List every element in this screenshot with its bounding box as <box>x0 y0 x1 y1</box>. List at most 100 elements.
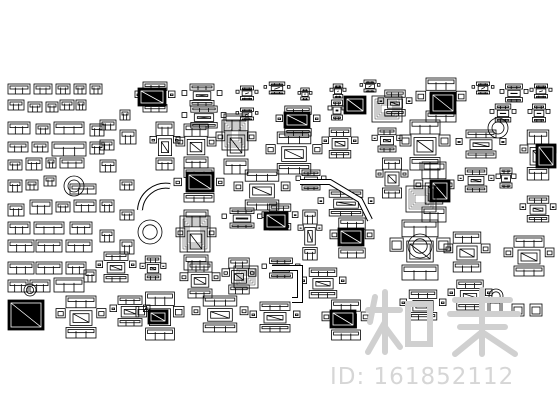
small-sofa-block <box>99 229 115 243</box>
armchair-block <box>135 305 147 318</box>
small-sofa-block <box>119 129 137 145</box>
small-sofa-block <box>25 157 43 171</box>
armchair-block <box>211 272 221 282</box>
sofa-block <box>268 203 292 212</box>
armchair-block <box>286 85 291 89</box>
table-block <box>192 91 212 100</box>
small-sofa-block <box>29 199 53 215</box>
armchair-block <box>167 90 176 98</box>
armchair-block <box>292 310 301 318</box>
small-sofa-block <box>65 239 93 253</box>
table-block <box>270 85 284 91</box>
table-block <box>249 183 275 199</box>
armchair-block <box>216 177 225 187</box>
sofa-block <box>409 119 441 135</box>
sofa-block <box>499 182 513 189</box>
sofa-block <box>452 261 482 273</box>
armchair-block <box>206 227 217 238</box>
table-block <box>69 310 93 326</box>
armchair-block <box>160 262 167 269</box>
armchair-block <box>399 134 412 147</box>
sofa-block <box>532 117 547 123</box>
armchair-block <box>312 144 323 155</box>
armchair-block <box>308 91 313 95</box>
small-sofa-block <box>7 279 29 293</box>
sofa-block <box>103 251 129 261</box>
armchair-block <box>389 237 404 252</box>
small-sofa-block <box>119 239 135 255</box>
small-sofa-block <box>119 179 135 191</box>
small-sofa-block <box>55 201 71 213</box>
sofa-block <box>269 257 293 264</box>
small-sofa-block <box>31 141 49 153</box>
armchair-block <box>527 109 533 114</box>
sofa-block <box>421 161 447 180</box>
table-block <box>334 88 342 95</box>
sofa-block <box>228 257 250 269</box>
sofa-block <box>187 261 213 273</box>
small-sofa-block <box>35 261 63 275</box>
small-sofa-block <box>55 83 71 95</box>
sofa-block <box>259 301 291 311</box>
small-sofa-block <box>45 101 59 113</box>
small-sofa-block <box>7 141 29 153</box>
table-block <box>304 227 316 246</box>
armchair-block <box>480 243 491 254</box>
armchair-block <box>438 134 451 147</box>
sofa-block <box>505 83 523 90</box>
small-sofa-block <box>53 277 85 293</box>
sofa-block <box>65 327 97 339</box>
armchair-block <box>338 276 347 284</box>
sofa-block <box>465 150 497 159</box>
armchair-block <box>413 179 424 190</box>
sofa-block <box>331 99 343 106</box>
armchair-block <box>206 136 217 147</box>
armchair-block <box>249 310 257 318</box>
sofa-block <box>377 145 397 153</box>
small-sofa-block <box>7 159 23 171</box>
round-table-block <box>407 233 433 259</box>
sofa-block <box>534 83 549 89</box>
small-sofa-block <box>25 179 39 191</box>
armchair-block <box>95 260 103 268</box>
armchair-block <box>519 203 527 210</box>
armchair-block <box>519 144 529 154</box>
armchair-block <box>109 304 117 312</box>
round-table-block <box>487 117 509 139</box>
small-sofa-block <box>99 119 117 131</box>
armchair-block <box>511 173 517 179</box>
sofa-block <box>381 157 402 170</box>
small-sofa-block <box>45 157 57 169</box>
table-block <box>529 204 547 215</box>
furniture-block-library <box>7 77 557 341</box>
small-sofa-block <box>99 139 115 151</box>
sofa-block <box>145 291 175 306</box>
sofa-block <box>408 289 438 299</box>
sofa-block <box>526 215 550 223</box>
sofa-block <box>425 77 457 91</box>
sofa-block <box>332 83 344 89</box>
sofa-block <box>505 97 523 103</box>
sofa-block <box>331 114 343 121</box>
small-sofa-block <box>69 183 97 195</box>
armchair-block <box>173 305 185 318</box>
table-block <box>507 89 521 98</box>
sofa-block <box>202 295 238 307</box>
small-sofa-block <box>7 261 35 275</box>
table-block <box>496 109 510 118</box>
table-block <box>207 308 233 322</box>
sofa-block <box>384 89 406 98</box>
armchair-block <box>455 90 467 102</box>
sofa-block <box>223 158 249 175</box>
armchair-block <box>149 135 157 144</box>
table-block <box>193 113 215 122</box>
armchair-block <box>280 181 291 192</box>
small-sofa-block <box>7 221 31 235</box>
armchair-block <box>447 288 455 296</box>
armchair-block <box>544 247 555 258</box>
sofa-block <box>331 329 361 341</box>
armchair-block <box>220 112 227 118</box>
small-sofa-block <box>99 199 115 213</box>
armchair-block <box>367 197 375 204</box>
